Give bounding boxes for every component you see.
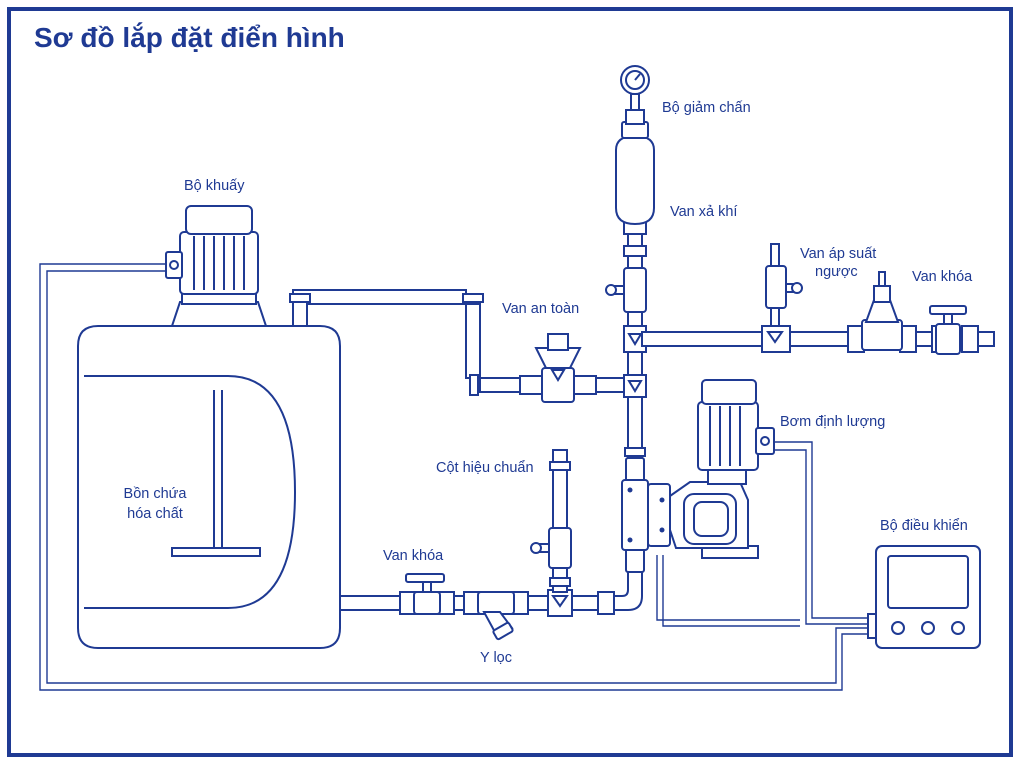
pressure-gauge-icon (620, 65, 650, 95)
y-strainer-label: Y lọc (480, 650, 512, 666)
safety-valve-label: Van an toàn (502, 301, 579, 317)
pump-head-column (621, 457, 671, 573)
damper-label: Bộ giảm chấn (662, 100, 751, 116)
page-title: Sơ đồ lắp đặt điển hình (34, 22, 345, 53)
calibration-column (530, 449, 572, 593)
shutoff-valve-right (929, 305, 967, 355)
agitator-label: Bộ khuấy (184, 178, 245, 194)
tank-label-line1: Bồn chứa (124, 486, 188, 502)
shutoff-valve-left (405, 573, 445, 615)
controller-label: Bộ điều khiển (880, 518, 968, 534)
air-release-valve (605, 267, 647, 313)
safety-valve (519, 333, 597, 403)
y-strainer (477, 591, 515, 641)
back-pressure-label-line2: ngược (815, 264, 858, 280)
tank-label-line2: hóa chất (127, 506, 183, 522)
outlet-pipe (641, 325, 995, 353)
controller (867, 545, 981, 649)
dosing-pump (669, 379, 775, 559)
calibration-label: Cột hiệu chuẩn (436, 460, 534, 476)
back-pressure-label-line1: Van áp suất (800, 246, 876, 262)
back-pressure-valve (765, 243, 803, 327)
agitator (165, 205, 268, 327)
dosing-pump-label: Bơm định lượng (780, 414, 885, 430)
chemical-tank (77, 325, 341, 649)
diagram-frame (7, 7, 1013, 757)
pulsation-damper (615, 93, 655, 235)
outlet-relief-valve (861, 271, 903, 351)
wire-pump-controller (656, 441, 872, 627)
discharge-riser (623, 229, 647, 471)
wire-agitator-controller (39, 263, 872, 691)
shutoff-left-label: Van khóa (383, 548, 444, 564)
shutoff-right-label: Van khóa (912, 269, 973, 285)
discharge-pipe (289, 289, 523, 396)
air-release-label: Van xả khí (670, 204, 737, 220)
